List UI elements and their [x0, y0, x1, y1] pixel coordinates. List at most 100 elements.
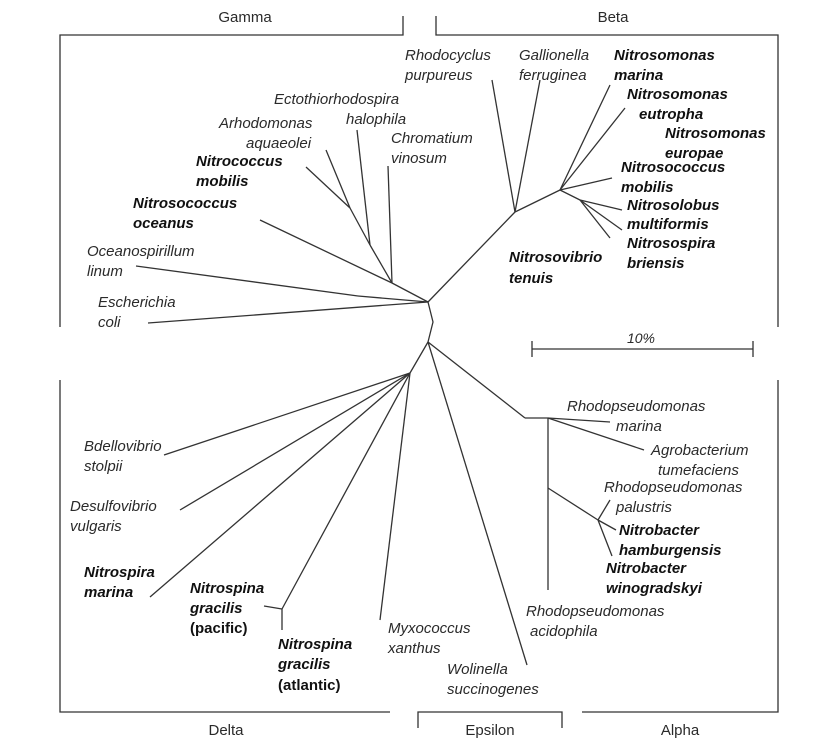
taxon-rhodopseudomonas-marina-species: marina: [616, 418, 662, 435]
taxon-escherichia-species: coli: [98, 314, 121, 331]
taxon-nitrosococcus-oceanus-species: oceanus: [133, 215, 194, 232]
wolinella-branch: [427, 341, 528, 666]
taxon-myxococcus-genus: Myxococcus: [388, 620, 471, 637]
taxon-nitrobacter-hamburgensis-species: hamburgensis: [619, 542, 722, 559]
escherichia-branch: [147, 301, 429, 324]
taxon-rhodopseudomonas-palustris-species: palustris: [615, 499, 672, 516]
taxon-nitrococcus-species: mobilis: [196, 173, 249, 190]
nitrosomonas-eutropha-branch: [559, 107, 626, 191]
taxon-ectothiorhodospira-genus: Ectothiorhodospira: [274, 91, 399, 108]
group-label-gamma: Gamma: [218, 9, 272, 26]
taxon-escherichia-genus: Escherichia: [98, 294, 176, 311]
nitrosococcus-oceanus-branch: [259, 219, 393, 284]
taxon-rhodopseudomonas-marina-genus: Rhodopseudomonas: [567, 398, 706, 415]
taxon-nitrospina-atlantic-species: gracilis: [277, 656, 331, 673]
taxon-oceanospirillum-species: linum: [87, 263, 123, 280]
group-label-alpha: Alpha: [661, 722, 700, 739]
taxon-desulfovibrio-species: vulgaris: [70, 518, 122, 535]
taxon-nitrosococcus-mobilis-species: mobilis: [621, 179, 674, 196]
nitrosovibrio-branch: [579, 199, 611, 239]
alpha-stem: [427, 341, 526, 419]
taxon-agrobacterium-species: tumefaciens: [658, 462, 739, 479]
rhodocyclus-branch: [491, 79, 516, 213]
taxon-chromatium-genus: Chromatium: [391, 130, 473, 147]
taxon-nitrosococcus-oceanus-genus: Nitrosococcus: [133, 195, 237, 212]
taxon-nitrospina-pacific-species: gracilis: [189, 600, 243, 617]
taxon-bdellovibrio-species: stolpii: [84, 458, 123, 475]
taxon-nitrospira-genus: Nitrospira: [84, 564, 155, 581]
taxon-rhodopseudomonas-acidophila-species: acidophila: [530, 623, 598, 640]
taxon-nitrospina-pacific-strain: (pacific): [190, 620, 248, 637]
taxon-nitrosomonas-eutropha-species: eutropha: [639, 106, 703, 123]
taxon-nitrobacter-winogradskyi-genus: Nitrobacter: [606, 560, 687, 577]
taxon-nitrospira-species: marina: [84, 584, 133, 601]
taxon-arhodomonas-genus: Arhodomonas: [218, 115, 313, 132]
taxon-chromatium-species: vinosum: [391, 150, 447, 167]
taxon-bdellovibrio-genus: Bdellovibrio: [84, 438, 162, 455]
nitrococcus-branch: [305, 166, 351, 209]
oceanospirillum-tip: [135, 265, 359, 297]
group-label-beta: Beta: [598, 9, 630, 26]
taxon-desulfovibrio-genus: Desulfovibrio: [70, 498, 157, 515]
taxon-nitrosospira-genus: Nitrosospira: [627, 235, 715, 252]
beta-stem: [427, 211, 516, 303]
taxon-nitrosomonas-eutropha-genus: Nitrosomonas: [627, 86, 728, 103]
gamma-stem: [391, 282, 429, 303]
alpha-frame: [582, 380, 779, 713]
taxon-nitrobacter-winogradskyi-species: winogradskyi: [606, 580, 703, 597]
chromatium-branch: [387, 165, 393, 284]
taxon-nitrosomonas-europae-genus: Nitrosomonas: [665, 125, 766, 142]
nitrospira-branch: [149, 372, 411, 598]
delta-frame: [59, 380, 390, 713]
nitrobacter-hamburgensis-branch: [597, 519, 617, 531]
taxon-wolinella-genus: Wolinella: [447, 661, 508, 678]
rhodopseudomonas-marina-branch: [547, 417, 611, 423]
taxon-gallionella-genus: Gallionella: [519, 47, 589, 64]
group-label-delta: Delta: [208, 722, 244, 739]
gamma-node-b: [349, 207, 371, 246]
nitrosolobus-branch: [579, 199, 623, 211]
taxon-ectothiorhodospira-species: halophila: [346, 111, 406, 128]
taxon-wolinella-species: succinogenes: [447, 681, 539, 698]
taxon-nitrococcus-genus: Nitrococcus: [196, 153, 283, 170]
desulfovibrio-branch: [179, 372, 411, 511]
taxon-gallionella-species: ferruginea: [519, 67, 587, 84]
taxon-rhodopseudomonas-palustris-genus: Rhodopseudomonas: [604, 479, 743, 496]
nitrobacter-winogradskyi-branch: [597, 519, 613, 557]
taxon-rhodocyclus-species: purpureus: [404, 67, 473, 84]
agrobacterium-branch: [547, 417, 645, 451]
taxon-nitrobacter-hamburgensis-genus: Nitrobacter: [619, 522, 700, 539]
beta-frame: [435, 16, 779, 327]
nitrospina-pacific-tip: [263, 605, 283, 610]
taxon-nitrosolobus-species: multiformis: [627, 216, 709, 233]
taxon-nitrospina-pacific-genus: Nitrospina: [190, 580, 264, 597]
taxon-nitrosococcus-mobilis-genus: Nitrosococcus: [621, 159, 725, 176]
taxon-nitrosomonas-marina-genus: Nitrosomonas: [614, 47, 715, 64]
nitrosospira-branch: [579, 199, 623, 231]
taxon-myxococcus-species: xanthus: [387, 640, 441, 657]
alpha-node-c: [547, 487, 599, 521]
taxon-rhodopseudomonas-acidophila-genus: Rhodopseudomonas: [526, 603, 665, 620]
arhodomonas-branch: [325, 149, 351, 209]
taxon-nitrosovibrio-genus: Nitrosovibrio: [509, 249, 602, 266]
nitrosomonas-marina-branch: [559, 84, 611, 191]
gamma-node-a: [369, 244, 393, 284]
taxon-nitrosomonas-marina-species: marina: [614, 67, 663, 84]
taxon-nitrosospira-species: briensis: [627, 255, 685, 272]
nitrospina-branch: [281, 372, 411, 610]
ectothiorhodospira-branch: [356, 129, 371, 246]
taxon-agrobacterium-genus: Agrobacterium: [650, 442, 749, 459]
taxon-nitrospina-atlantic-genus: Nitrospina: [278, 636, 352, 653]
taxon-nitrospina-atlantic-strain: (atlantic): [278, 677, 341, 694]
group-label-epsilon: Epsilon: [465, 722, 514, 739]
beta-node-b: [559, 189, 581, 201]
gamma-frame: [59, 16, 404, 327]
taxon-arhodomonas-species: aquaeolei: [246, 135, 312, 152]
central-branch: [427, 301, 434, 343]
myxococcus-branch: [379, 372, 411, 621]
taxon-nitrosovibrio-species: tenuis: [509, 270, 553, 287]
scale-bar-label: 10%: [627, 330, 655, 346]
tree-branches: [135, 79, 645, 666]
rhodopseudomonas-palustris-branch: [597, 499, 611, 521]
